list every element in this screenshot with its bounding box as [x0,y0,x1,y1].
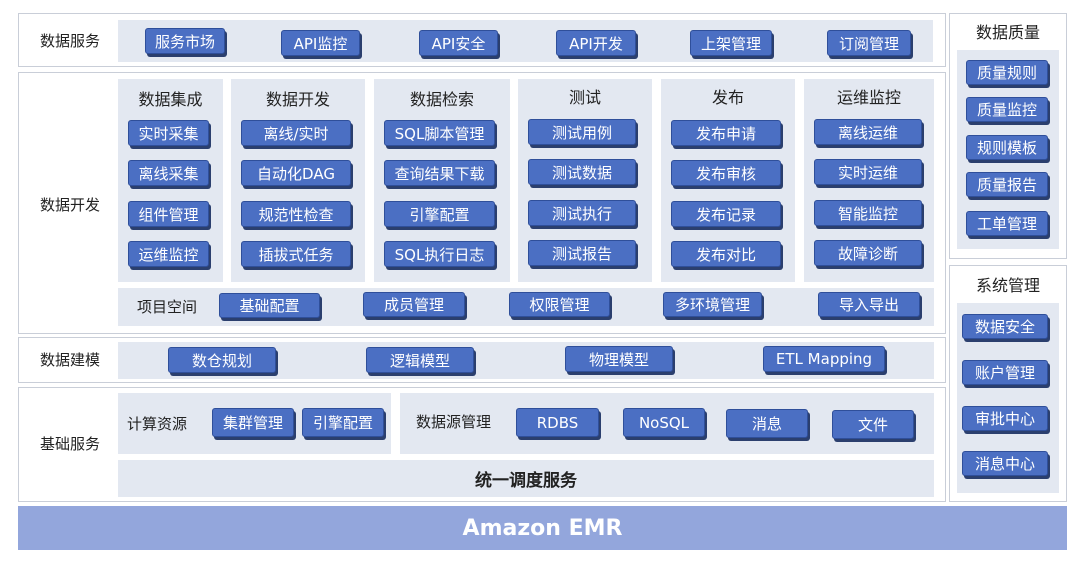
dev-integration-item[interactable]: 组件管理 [128,201,209,227]
modeling-btn-etl[interactable]: ETL Mapping [763,346,885,372]
dev-group-integration-title: 数据集成 [138,90,203,109]
dev-development-item[interactable]: 插拔式任务 [241,241,351,267]
dev-group-test-title: 测试 [568,88,601,107]
modeling-btn-logical[interactable]: 逻辑模型 [366,347,474,373]
dev-test-item[interactable]: 测试用例 [528,119,636,145]
dev-ops-item[interactable]: 智能监控 [814,200,922,226]
quality-item[interactable]: 规则模板 [966,135,1048,160]
base-layer-label: 基础服务 [40,434,101,453]
dev-integration-item[interactable]: 实时采集 [128,120,209,146]
quality-item[interactable]: 质量规则 [966,60,1048,85]
project-space-item[interactable]: 成员管理 [363,292,465,317]
modeling-btn-warehouse[interactable]: 数仓规划 [168,347,276,373]
modeling-layer-label: 数据建模 [40,350,101,369]
unified-scheduler[interactable]: 统一调度服务 [118,460,934,497]
dev-ops-item[interactable]: 故障诊断 [814,240,922,266]
quality-title: 数据质量 [975,23,1040,42]
dev-ops-item[interactable]: 离线运维 [814,119,922,145]
project-space-item[interactable]: 基础配置 [219,293,320,318]
service-panel [118,20,933,62]
dev-retrieval-item[interactable]: 查询结果下载 [384,160,495,186]
service-btn-market[interactable]: 服务市场 [145,28,225,54]
system-title: 系统管理 [975,276,1040,295]
dev-release-item[interactable]: 发布申请 [671,120,781,146]
project-space-label: 项目空间 [137,297,198,316]
dev-release-item[interactable]: 发布记录 [671,201,781,227]
compute-btn-cluster[interactable]: 集群管理 [212,408,294,437]
dev-integration-item[interactable]: 离线采集 [128,160,209,186]
service-btn-api-dev[interactable]: API开发 [556,30,636,56]
quality-item[interactable]: 质量监控 [966,97,1048,122]
datasource-btn-nosql[interactable]: NoSQL [623,408,705,437]
datasource-label: 数据源管理 [416,412,492,431]
system-item[interactable]: 账户管理 [962,360,1048,385]
dev-retrieval-item[interactable]: SQL执行日志 [384,241,495,267]
system-item[interactable]: 审批中心 [962,406,1048,431]
dev-release-item[interactable]: 发布对比 [671,241,781,267]
project-space-item[interactable]: 权限管理 [509,292,610,317]
dev-group-ops-title: 运维监控 [836,88,901,107]
dev-group-retrieval-title: 数据检索 [409,90,474,109]
system-item[interactable]: 数据安全 [962,314,1048,339]
dev-development-item[interactable]: 规范性检查 [241,201,351,227]
compute-label: 计算资源 [127,414,188,433]
dev-layer-label: 数据开发 [40,195,101,214]
dev-retrieval-item[interactable]: 引擎配置 [384,201,495,227]
dev-group-development-title: 数据开发 [265,90,330,109]
project-space-item[interactable]: 多环境管理 [663,292,762,317]
dev-release-item[interactable]: 发布审核 [671,160,781,186]
quality-item[interactable]: 工单管理 [966,211,1048,236]
service-btn-api-security[interactable]: API安全 [419,30,498,56]
dev-integration-item[interactable]: 运维监控 [128,241,209,267]
datasource-btn-rdbs[interactable]: RDBS [516,408,599,437]
dev-test-item[interactable]: 测试报告 [528,240,636,266]
datasource-btn-file[interactable]: 文件 [832,410,914,439]
service-btn-api-monitor[interactable]: API监控 [281,30,360,56]
datasource-btn-message[interactable]: 消息 [726,409,808,438]
service-layer-label: 数据服务 [40,31,101,50]
service-btn-subscription[interactable]: 订阅管理 [827,30,911,56]
dev-ops-item[interactable]: 实时运维 [814,159,922,185]
dev-development-item[interactable]: 离线/实时 [241,120,351,146]
dev-test-item[interactable]: 测试执行 [528,200,636,226]
compute-btn-engine[interactable]: 引擎配置 [302,408,384,437]
platform-bar: Amazon EMR [18,506,1067,550]
dev-retrieval-item[interactable]: SQL脚本管理 [384,120,495,146]
system-item[interactable]: 消息中心 [962,451,1048,476]
project-space-item[interactable]: 导入导出 [818,292,920,317]
service-btn-listing[interactable]: 上架管理 [690,30,772,56]
dev-test-item[interactable]: 测试数据 [528,159,636,185]
quality-item[interactable]: 质量报告 [966,172,1048,197]
dev-development-item[interactable]: 自动化DAG [241,160,351,186]
dev-group-release-title: 发布 [711,88,744,107]
modeling-btn-physical[interactable]: 物理模型 [565,346,673,372]
